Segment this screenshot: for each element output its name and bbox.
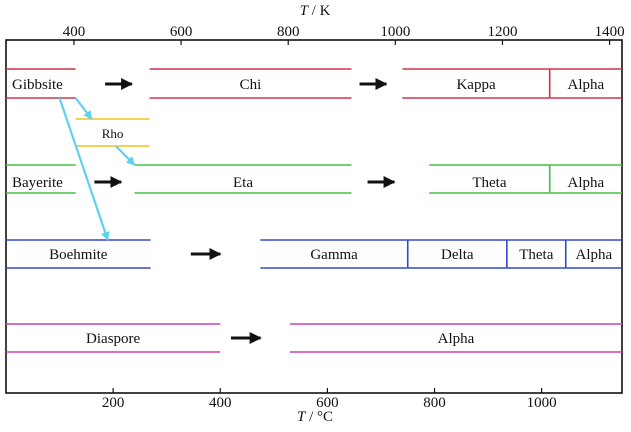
- top-axis-ticks: 400 600 800 1000 1200 1400: [63, 24, 625, 45]
- phase-arrows: [94, 78, 396, 344]
- phase-label-diaspore: Diaspore: [86, 331, 140, 347]
- phase-label-eta: Eta: [233, 175, 253, 191]
- phase-label-alpha: Alpha: [568, 77, 605, 93]
- bottom-tick-label: 200: [102, 395, 125, 411]
- bottom-axis-title: T / °C: [297, 409, 333, 425]
- phase-label-kappa: Kappa: [456, 77, 495, 93]
- phase-label-alpha: Alpha: [568, 175, 605, 191]
- bottom-axis-unit: / °C: [305, 409, 333, 425]
- bottom-axis-ticks: 200 400 600 800 1000: [102, 388, 557, 411]
- phase-label-gibbsite: Gibbsite: [12, 77, 63, 93]
- top-axis-unit: / K: [308, 3, 331, 19]
- top-tick-label: 600: [170, 24, 193, 40]
- top-axis-title: T / K: [300, 3, 331, 19]
- top-tick-label: 1400: [595, 24, 625, 40]
- bottom-axis-symbol: T: [297, 409, 307, 425]
- top-axis-symbol: T: [300, 3, 310, 19]
- phase-label-rho: Rho: [102, 126, 124, 141]
- transition-arrow: [58, 97, 110, 241]
- phase-label-bayerite: Bayerite: [12, 175, 63, 191]
- phase-label-alpha: Alpha: [576, 247, 613, 263]
- phase-label-gamma: Gamma: [310, 247, 358, 263]
- phase-label-theta: Theta: [472, 175, 506, 191]
- transition-arrow: [74, 97, 93, 120]
- top-tick-label: 400: [63, 24, 86, 40]
- phase-label-theta: Theta: [519, 247, 553, 263]
- top-tick-label: 800: [277, 24, 300, 40]
- plot-frame: [5, 39, 623, 394]
- bottom-tick-label: 800: [423, 395, 446, 411]
- bottom-tick-label: 600: [316, 395, 339, 411]
- transition-links: [58, 97, 136, 241]
- phase-label-alpha: Alpha: [438, 331, 475, 347]
- top-tick-label: 1200: [487, 24, 517, 40]
- top-tick-label: 1000: [380, 24, 410, 40]
- bottom-tick-label: 1000: [527, 395, 557, 411]
- phase-label-boehmite: Boehmite: [49, 247, 108, 263]
- bottom-tick-label: 400: [209, 395, 232, 411]
- phase-label-delta: Delta: [441, 247, 474, 263]
- transition-arrow: [115, 145, 136, 166]
- phase-label-chi: Chi: [240, 77, 262, 93]
